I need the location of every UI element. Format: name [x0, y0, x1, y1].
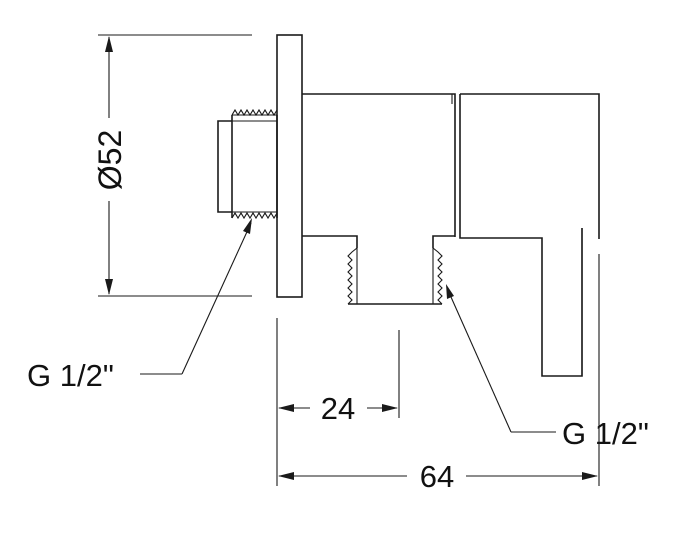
- outlet-left-thread: [347, 247, 358, 305]
- outlet-right-thread: [432, 247, 443, 305]
- wall-flange: [276, 34, 303, 298]
- diameter-label: Ø52: [92, 130, 128, 190]
- left-thread-callout: G 1/2": [27, 218, 252, 393]
- left-bottom-thread: [231, 211, 278, 220]
- dimension-64-label: 64: [420, 459, 454, 494]
- right-thread-callout: G 1/2": [446, 284, 649, 451]
- right-thread-label: G 1/2": [562, 416, 649, 451]
- lever-handle: [459, 93, 600, 377]
- dimension-24-label: 24: [321, 391, 355, 426]
- bottom-outlet: [347, 247, 443, 305]
- dimension-64: 64: [278, 254, 600, 494]
- dimension-24: 24: [276, 318, 400, 486]
- left-thread-label: G 1/2": [27, 358, 114, 393]
- left-threaded-connector: [217, 108, 278, 220]
- diameter-dimension: Ø52: [92, 34, 252, 297]
- valve-body: [302, 93, 456, 248]
- left-top-thread: [231, 108, 278, 117]
